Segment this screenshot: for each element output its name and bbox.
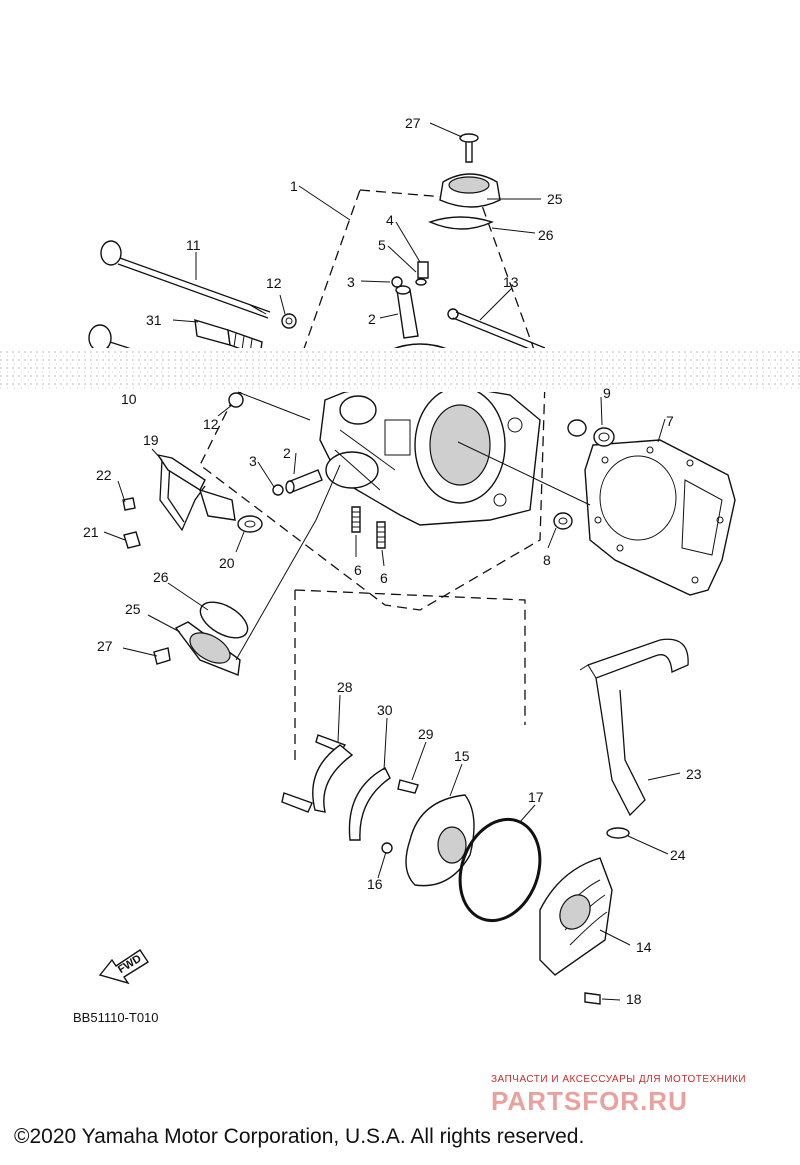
callout-12: 12 — [203, 416, 219, 432]
callout-9: 9 — [603, 385, 611, 401]
callout-28: 28 — [337, 679, 353, 695]
hose-23 — [579, 638, 689, 839]
callout-15: 15 — [454, 748, 470, 764]
callout-5: 5 — [378, 237, 386, 253]
copyright-notice: ©2020 Yamaha Motor Corporation, U.S.A. A… — [14, 1125, 585, 1148]
lower-left-cap — [153, 601, 249, 676]
callout-7: 7 — [666, 413, 674, 429]
callout-31: 31 — [146, 312, 162, 328]
forward-direction-arrow: FWD — [98, 949, 149, 985]
watermark-tagline: ЗАПЧАСТИ И АКСЕССУАРЫ ДЛЯ МОТОТЕХНИКИ — [491, 1074, 746, 1085]
callout-labels: 27 25 26 1 4 5 3 2 13 11 12 31 10 12 7 9… — [83, 115, 702, 1007]
callout-27: 27 — [97, 638, 113, 654]
callout-3: 3 — [347, 274, 355, 290]
mid-small-parts — [272, 469, 386, 549]
callout-20: 20 — [219, 555, 235, 571]
top-cap-assembly — [428, 133, 501, 230]
callout-30: 30 — [377, 702, 393, 718]
callout-12: 12 — [266, 275, 282, 291]
head-gasket-7 — [584, 439, 736, 596]
callout-26: 26 — [538, 227, 554, 243]
callout-19: 19 — [143, 432, 159, 448]
callout-11: 11 — [186, 237, 201, 253]
callout-25: 25 — [125, 601, 141, 617]
callout-26: 26 — [153, 569, 169, 585]
watermark-brand: PARTSFOR.RU — [491, 1086, 688, 1116]
callout-4: 4 — [386, 212, 394, 228]
callout-22: 22 — [96, 467, 112, 483]
leader-lines — [103, 122, 681, 1001]
callout-23: 23 — [686, 766, 702, 782]
callout-17: 17 — [528, 789, 544, 805]
callout-25: 25 — [547, 191, 563, 207]
dowels-8-9 — [553, 419, 615, 530]
callout-1: 1 — [290, 178, 298, 194]
callout-3: 3 — [249, 453, 257, 469]
callout-24: 24 — [670, 847, 686, 863]
callout-21: 21 — [83, 524, 99, 540]
callout-8: 8 — [543, 552, 551, 568]
callout-6: 6 — [380, 570, 388, 586]
scan-noise-band — [0, 348, 800, 392]
bracket-28-30 — [281, 734, 419, 841]
pipe-19-assembly — [122, 453, 263, 549]
callout-29: 29 — [418, 726, 434, 742]
callout-2: 2 — [283, 445, 291, 461]
callout-6: 6 — [354, 562, 362, 578]
callout-16: 16 — [367, 876, 383, 892]
callout-14: 14 — [636, 939, 652, 955]
diagram-code: BB51110-T010 — [73, 1010, 159, 1025]
callout-27: 27 — [405, 115, 421, 131]
stud-13 — [447, 308, 546, 355]
callout-13: 13 — [503, 274, 519, 290]
water-pump-assembly — [381, 794, 613, 1005]
callout-2: 2 — [368, 311, 376, 327]
callout-18: 18 — [626, 991, 642, 1007]
watermark: ЗАПЧАСТИ И АКСЕССУАРЫ ДЛЯ МОТОТЕХНИКИ PA… — [491, 1074, 746, 1116]
upper-small-parts — [228, 261, 429, 408]
long-stud-11 — [100, 240, 271, 319]
callout-10: 10 — [121, 391, 137, 407]
